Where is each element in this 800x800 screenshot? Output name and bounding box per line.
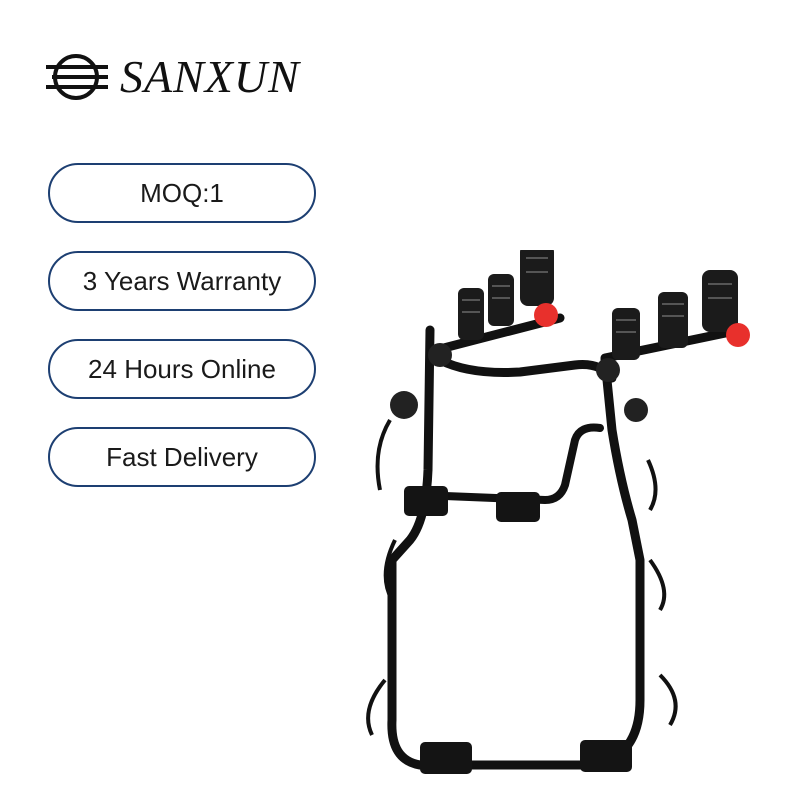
feature-pill-moq: MOQ:1 <box>48 163 316 223</box>
feature-pill-warranty: 3 Years Warranty <box>48 251 316 311</box>
rear-bike-rack-image <box>366 250 750 774</box>
brand-name: SANXUN <box>120 51 300 102</box>
sanxun-logo-icon <box>46 54 108 100</box>
feature-pill-delivery: Fast Delivery <box>48 427 316 487</box>
feature-pill-online: 24 Hours Online <box>48 339 316 399</box>
brand-header: SANXUN <box>46 52 300 102</box>
